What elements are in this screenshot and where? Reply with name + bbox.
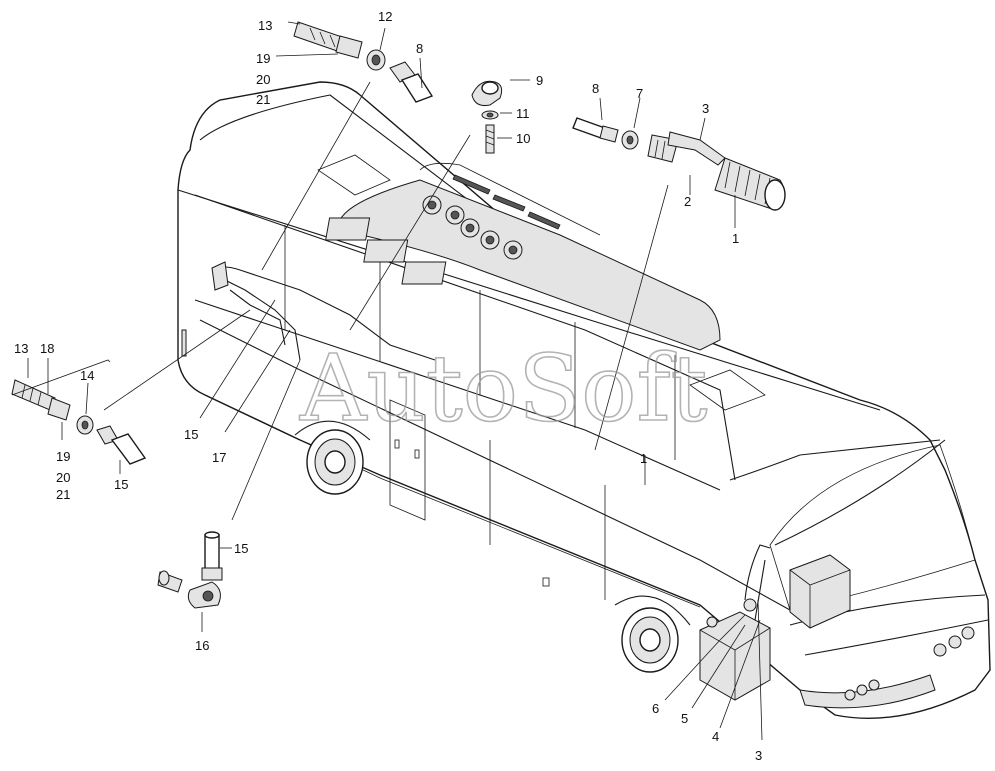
callout-labels: 13 12 19 8 20 21 9 11 10 8 7 3 2 1 13 18… <box>14 9 762 763</box>
callout-21-left: 21 <box>56 487 70 502</box>
callout-2: 2 <box>684 194 691 209</box>
callout-5: 5 <box>681 711 688 726</box>
callout-8-right: 8 <box>592 81 599 96</box>
callout-15-bottom: 15 <box>234 541 248 556</box>
callout-19-top: 19 <box>256 51 270 66</box>
rear-wheel <box>306 429 364 495</box>
callout-12: 12 <box>378 9 392 24</box>
callout-13-top: 13 <box>258 18 272 33</box>
bus-body <box>177 81 991 719</box>
front-wheel <box>621 607 679 673</box>
leader-lines <box>11 21 763 741</box>
callout-18: 18 <box>40 341 54 356</box>
callout-15-left: 15 <box>114 477 128 492</box>
clamp-group <box>471 80 503 154</box>
engine-bay <box>699 554 851 701</box>
callout-4: 4 <box>712 729 719 744</box>
callout-20-left: 20 <box>56 470 70 485</box>
watermark-text: AutoSoft <box>299 335 708 442</box>
callout-15-mid: 15 <box>184 427 198 442</box>
callout-13-left: 13 <box>14 341 28 356</box>
callout-16: 16 <box>195 638 209 653</box>
callout-3-top: 3 <box>702 101 709 116</box>
fuel-line-route <box>211 261 771 621</box>
fitting-group-left <box>11 379 147 465</box>
callout-3-bottom: 3 <box>755 748 762 763</box>
callout-21-top: 21 <box>256 92 270 107</box>
callout-10: 10 <box>516 131 530 146</box>
hose-group-right <box>572 117 786 211</box>
callout-20-top: 20 <box>256 72 270 87</box>
callout-11: 11 <box>516 106 530 121</box>
callout-1-mid: 1 <box>640 451 647 466</box>
elbow-group <box>157 531 223 609</box>
callout-9: 9 <box>536 73 543 88</box>
callout-19-left: 19 <box>56 449 70 464</box>
callout-8-top: 8 <box>416 41 423 56</box>
callout-6: 6 <box>652 701 659 716</box>
fitting-group-top <box>293 21 434 103</box>
callout-14: 14 <box>80 368 94 383</box>
callout-17: 17 <box>212 450 226 465</box>
callout-1-top: 1 <box>732 231 739 246</box>
callout-7: 7 <box>636 86 643 101</box>
